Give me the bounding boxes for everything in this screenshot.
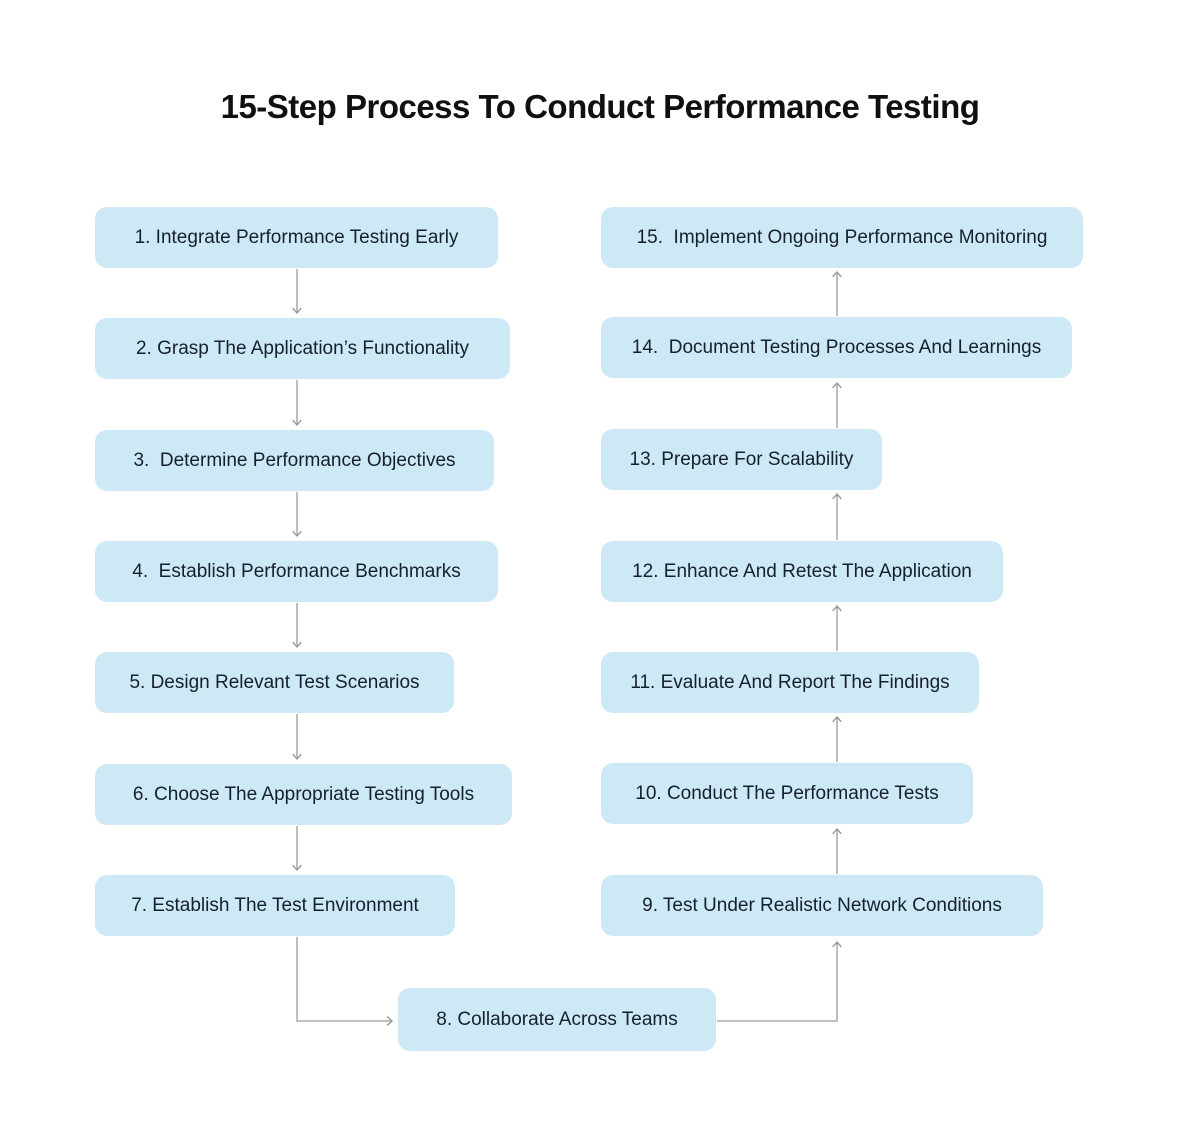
step-box-13: 13. Prepare For Scalability bbox=[601, 429, 882, 490]
step-box-10: 10. Conduct The Performance Tests bbox=[601, 763, 973, 824]
connector-7-8 bbox=[296, 937, 394, 1026]
step-box-6: 6. Choose The Appropriate Testing Tools bbox=[95, 764, 512, 825]
step-box-4: 4. Establish Performance Benchmarks bbox=[95, 541, 498, 602]
step-box-3: 3. Determine Performance Objectives bbox=[95, 430, 494, 491]
page-title: 15-Step Process To Conduct Performance T… bbox=[220, 88, 980, 125]
connector-8-9 bbox=[717, 940, 842, 1022]
step-box-7: 7. Establish The Test Environment bbox=[95, 875, 455, 936]
step-box-9: 9. Test Under Realistic Network Conditio… bbox=[601, 875, 1043, 936]
step-box-12: 12. Enhance And Retest The Application bbox=[601, 541, 1003, 602]
step-box-14: 14. Document Testing Processes And Learn… bbox=[601, 317, 1072, 378]
step-box-1: 1. Integrate Performance Testing Early bbox=[95, 207, 498, 268]
step-box-2: 2. Grasp The Application’s Functionality bbox=[95, 318, 510, 379]
step-box-8: 8. Collaborate Across Teams bbox=[398, 988, 716, 1051]
step-box-5: 5. Design Relevant Test Scenarios bbox=[95, 652, 454, 713]
step-box-11: 11. Evaluate And Report The Findings bbox=[601, 652, 979, 713]
step-box-15: 15. Implement Ongoing Performance Monito… bbox=[601, 207, 1083, 268]
